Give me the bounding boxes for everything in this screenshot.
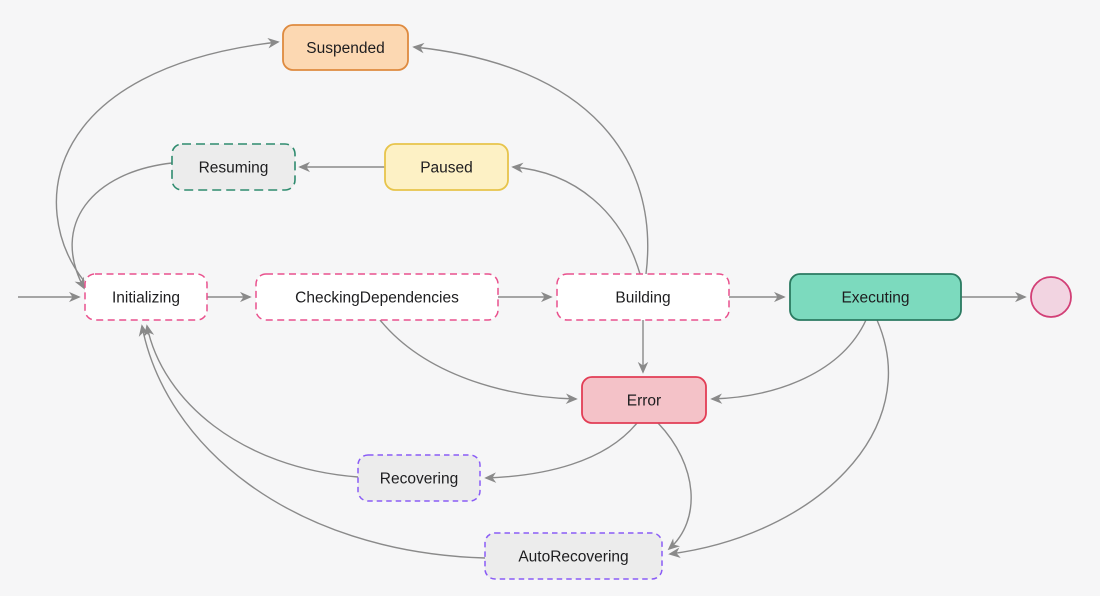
transition-error-to-autorecovering xyxy=(657,422,692,551)
state-executing-box xyxy=(789,273,962,321)
state-autorecovering-box xyxy=(484,532,663,580)
transition-resuming-to-initializing xyxy=(71,162,173,290)
state-error-label: Error xyxy=(627,393,661,410)
transition-building-to-paused xyxy=(511,162,641,275)
state-autorecovering-label: AutoRecovering xyxy=(518,549,628,566)
transition-autorecovering-to-initializing xyxy=(138,324,486,559)
state-error-box xyxy=(581,376,707,424)
transition-executing-to-autorecovering xyxy=(668,319,889,558)
state-resuming-label: Resuming xyxy=(199,160,269,177)
state-recovering-label: Recovering xyxy=(380,471,458,488)
state-building: Building xyxy=(556,273,730,321)
state-checkingdependencies-box xyxy=(255,273,499,321)
transitions-layer xyxy=(18,37,1027,559)
transition-error-to-recovering xyxy=(484,422,638,483)
state-paused: Paused xyxy=(384,143,509,191)
state-error: Error xyxy=(581,376,707,424)
state-executing: Executing xyxy=(789,273,962,321)
transition-building-to-suspended xyxy=(412,42,649,275)
transition-recovering-to-initializing xyxy=(143,324,359,478)
state-recovering: Recovering xyxy=(357,454,481,502)
state-resuming-box xyxy=(171,143,296,191)
state-autorecovering: AutoRecovering xyxy=(484,532,663,580)
state-building-box xyxy=(556,273,730,321)
state-suspended: Suspended xyxy=(282,24,409,71)
state-checkingdependencies-label: CheckingDependencies xyxy=(295,290,459,307)
state-suspended-label: Suspended xyxy=(306,40,384,57)
state-paused-label: Paused xyxy=(420,160,473,177)
transition-executing-to-error xyxy=(710,319,867,404)
state-building-label: Building xyxy=(615,290,670,307)
transition-checkingdependencies-to-error xyxy=(379,319,578,404)
state-paused-box xyxy=(384,143,509,191)
state-initializing-box xyxy=(84,273,208,321)
state-initializing: Initializing xyxy=(84,273,208,321)
end-state-circle xyxy=(1030,276,1072,318)
state-executing-label: Executing xyxy=(841,290,909,307)
state-initializing-label: Initializing xyxy=(112,290,180,307)
state-resuming: Resuming xyxy=(171,143,296,191)
transition-initializing-to-suspended xyxy=(55,37,280,282)
state-checkingdependencies: CheckingDependencies xyxy=(255,273,499,321)
state-suspended-box xyxy=(282,24,409,71)
state-recovering-box xyxy=(357,454,481,502)
